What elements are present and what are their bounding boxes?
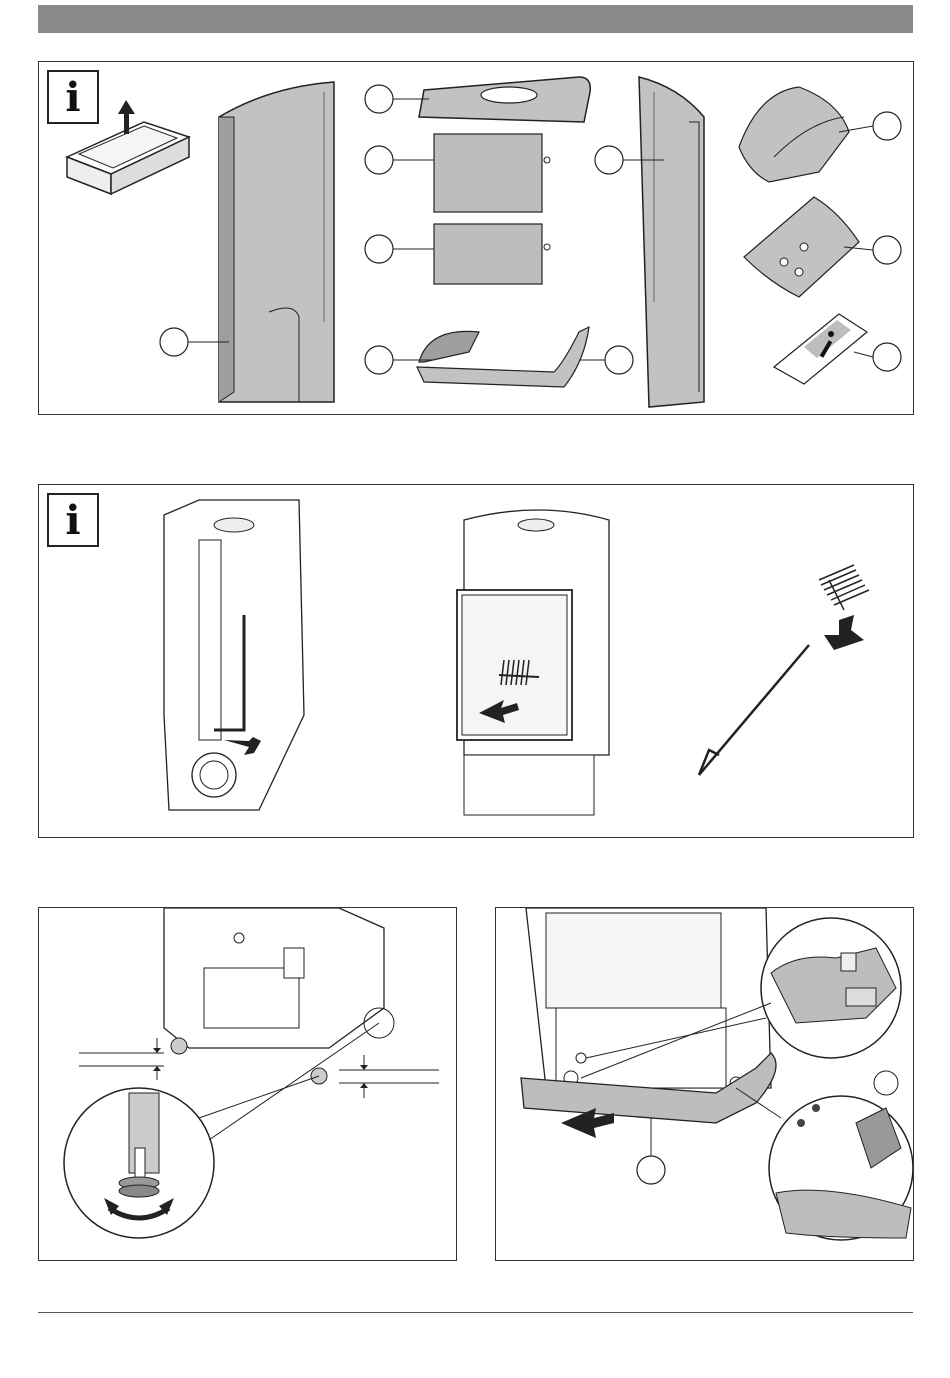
- stove-rear-view: [164, 500, 304, 810]
- screw-bag-icon: [744, 197, 859, 297]
- footer-rule: [38, 1312, 913, 1313]
- callout-circle: [873, 343, 901, 371]
- parts-overview-panel: i: [38, 61, 914, 415]
- foot-detail-circle: [64, 1023, 379, 1238]
- callout-circle: [365, 235, 393, 263]
- stove-bottom-view: [521, 908, 776, 1138]
- base-trim-install-panel: [495, 907, 914, 1261]
- info-icon: i: [47, 70, 99, 124]
- stove-base-view: [164, 908, 394, 1084]
- stove-front-view: [457, 510, 609, 815]
- cleaning-brush-icon: [699, 565, 869, 775]
- feet-adjustment-panel: [38, 907, 457, 1261]
- cleaning-illustration: [39, 485, 913, 837]
- cleaning-panel: i: [38, 484, 914, 838]
- feet-illustration: [39, 908, 456, 1260]
- insulation-panel-upper: [434, 134, 542, 212]
- callout-circle: [365, 146, 393, 174]
- callout-circle: [873, 112, 901, 140]
- top-plate: [419, 77, 590, 122]
- base-trim-illustration: [496, 908, 913, 1260]
- parts-illustration: [39, 62, 913, 414]
- callout-circle: [160, 328, 188, 356]
- callout-circle: [365, 346, 393, 374]
- insulation-panel-lower: [434, 224, 542, 284]
- callout-circle: [637, 1156, 665, 1184]
- gloves-icon: [739, 87, 849, 182]
- callout-circle: [595, 146, 623, 174]
- side-cladding-right: [639, 77, 704, 407]
- callout-circle: [365, 85, 393, 113]
- manual-icon: [774, 314, 867, 384]
- callout-circle: [605, 346, 633, 374]
- info-icon: i: [47, 493, 99, 547]
- callout-circle: [873, 236, 901, 264]
- base-trim: [417, 327, 589, 387]
- header-bar: [38, 5, 913, 33]
- detail-circle-lower: [736, 1071, 913, 1240]
- side-cladding-left: [219, 82, 334, 402]
